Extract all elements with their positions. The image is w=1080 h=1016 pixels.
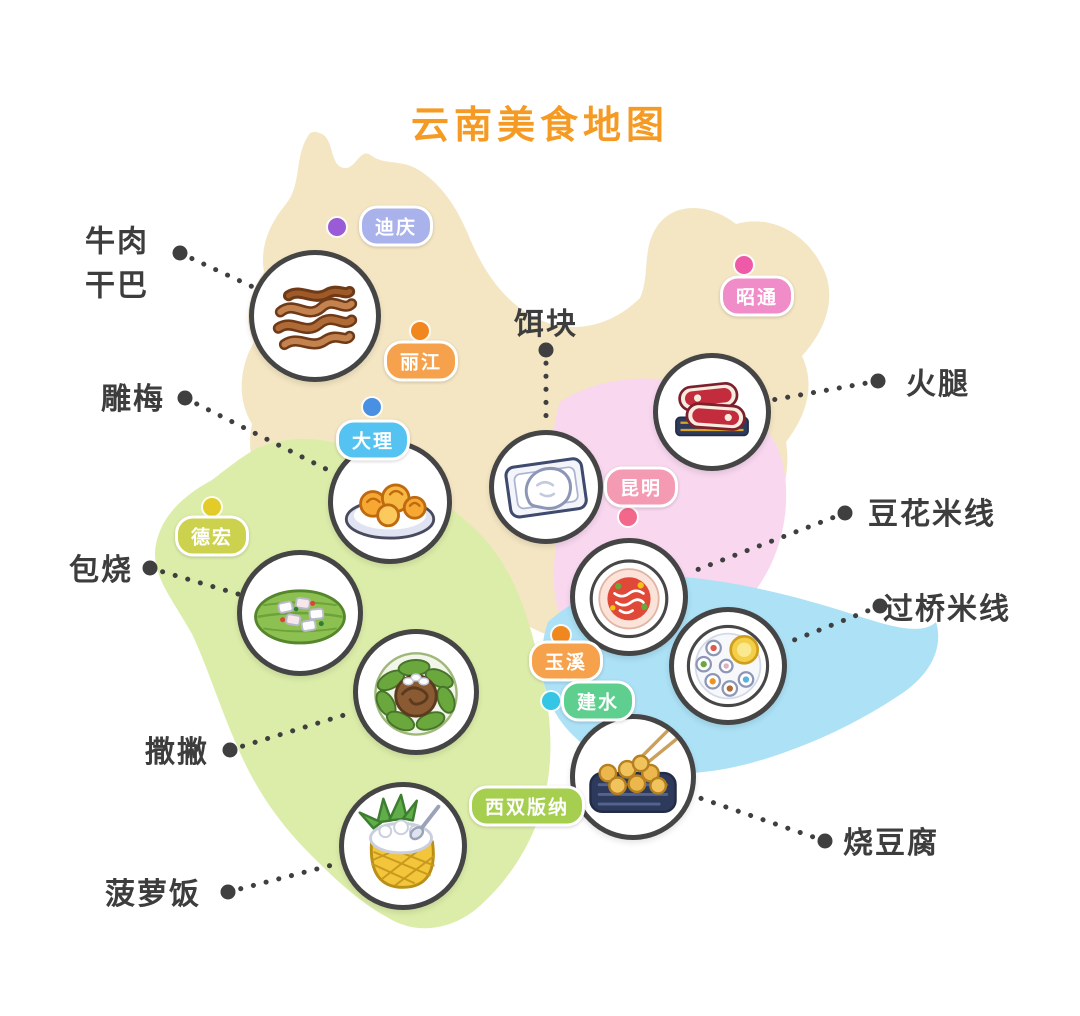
city-dot-dehong — [203, 498, 221, 516]
food-label-ham: 火腿 — [906, 368, 970, 401]
food-circle-beef-jerky[interactable] — [249, 250, 381, 382]
leader-dots — [142, 245, 888, 900]
food-circle-douhua-rice-noodles[interactable] — [570, 538, 688, 656]
city-pill-diqing[interactable]: 迪庆 — [358, 205, 434, 247]
baoshao-illustration — [254, 589, 346, 645]
food-label-line: 牛肉 — [85, 225, 149, 259]
food-label-line: 干巴 — [85, 269, 149, 302]
food-circle-ham[interactable] — [653, 353, 771, 471]
food-label-pineapple-rice: 菠萝饭 — [105, 878, 201, 911]
leader-line-beef-jerky — [177, 250, 256, 290]
city-pill-dehong[interactable]: 德宏 — [174, 515, 250, 557]
leader-line-baoshao — [147, 565, 241, 597]
food-circle-grilled-tofu[interactable] — [570, 714, 696, 840]
pineapple-rice-illustration — [358, 793, 441, 889]
food-label-carved-plum: 雕梅 — [101, 383, 165, 416]
city-dot-lijiang — [411, 322, 429, 340]
carved-plum-illustration — [344, 483, 436, 540]
douhua-rice-noodles-illustration — [589, 559, 669, 639]
city-pill-lijiang[interactable]: 丽江 — [383, 340, 459, 382]
food-circle-sapie[interactable] — [353, 629, 479, 755]
food-circle-crossing-bridge-noodles[interactable] — [669, 607, 787, 725]
city-dot-zhaotong — [735, 256, 753, 274]
city-dot-diqing — [328, 218, 346, 236]
city-pill-yuxi[interactable]: 玉溪 — [528, 640, 604, 682]
city-pill-dali[interactable]: 大理 — [335, 419, 411, 461]
food-circle-baoshao[interactable] — [237, 550, 363, 676]
city-pill-kunming[interactable]: 昆明 — [603, 466, 679, 508]
food-label-bridge-noodles: 过桥米线 — [883, 593, 1011, 626]
leader-line-sapie — [227, 709, 357, 753]
city-dot-dali — [363, 398, 381, 416]
erkuai-illustration — [504, 457, 588, 519]
leader-line-bridge-noodles — [781, 603, 883, 647]
leader-lines — [147, 250, 883, 895]
food-circle-pineapple-rice[interactable] — [339, 782, 467, 910]
leader-line-douhua — [683, 510, 848, 577]
food-circle-erkuai[interactable] — [489, 430, 603, 544]
city-pill-xishuangbanna[interactable]: 西双版纳 — [468, 785, 586, 827]
leader-line-ham — [769, 378, 881, 403]
beef-jerky-illustration — [272, 285, 358, 351]
leader-line-carved-plum — [182, 395, 335, 475]
crossing-bridge-noodles-illustration — [686, 624, 770, 708]
grilled-tofu-illustration — [589, 728, 680, 814]
ham-illustration — [675, 382, 749, 437]
leader-line-grilled-tofu — [691, 793, 828, 844]
food-label-sapie: 撒撇 — [145, 736, 209, 769]
sapie-illustration — [374, 652, 458, 736]
leader-line-pineapple-rice — [225, 860, 343, 895]
food-label-baoshao: 包烧 — [69, 554, 133, 587]
city-pill-jianshui[interactable]: 建水 — [560, 680, 636, 722]
food-label-grilled-tofu: 烧豆腐 — [843, 827, 939, 860]
food-label-erkuai: 饵块 — [514, 308, 578, 341]
city-pill-zhaotong[interactable]: 昭通 — [719, 275, 795, 317]
city-dot-yuxi — [552, 626, 570, 644]
city-dot-jianshui — [542, 692, 560, 710]
food-label-douhua: 豆花米线 — [868, 498, 996, 531]
food-label-beef-jerky: 牛肉 干巴 — [85, 221, 149, 308]
food-circle-carved-plum[interactable] — [328, 440, 452, 564]
city-dot-kunming — [619, 508, 637, 526]
page-title: 云南美食地图 — [410, 105, 669, 147]
